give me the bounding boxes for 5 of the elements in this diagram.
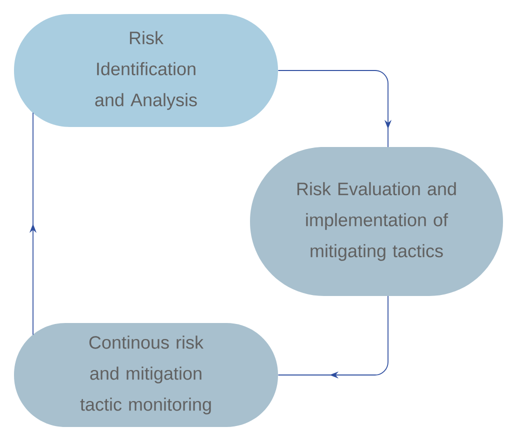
rounded-box: Risk Identification and Analysis bbox=[14, 14, 278, 127]
arrow bbox=[278, 296, 388, 379]
rounded-box: Continous risk and mitigation tactic monitoring bbox=[14, 323, 278, 427]
arrow bbox=[278, 70, 392, 148]
rounded-box: Risk Evaluation and implementation of mitigating tactics bbox=[250, 147, 503, 296]
